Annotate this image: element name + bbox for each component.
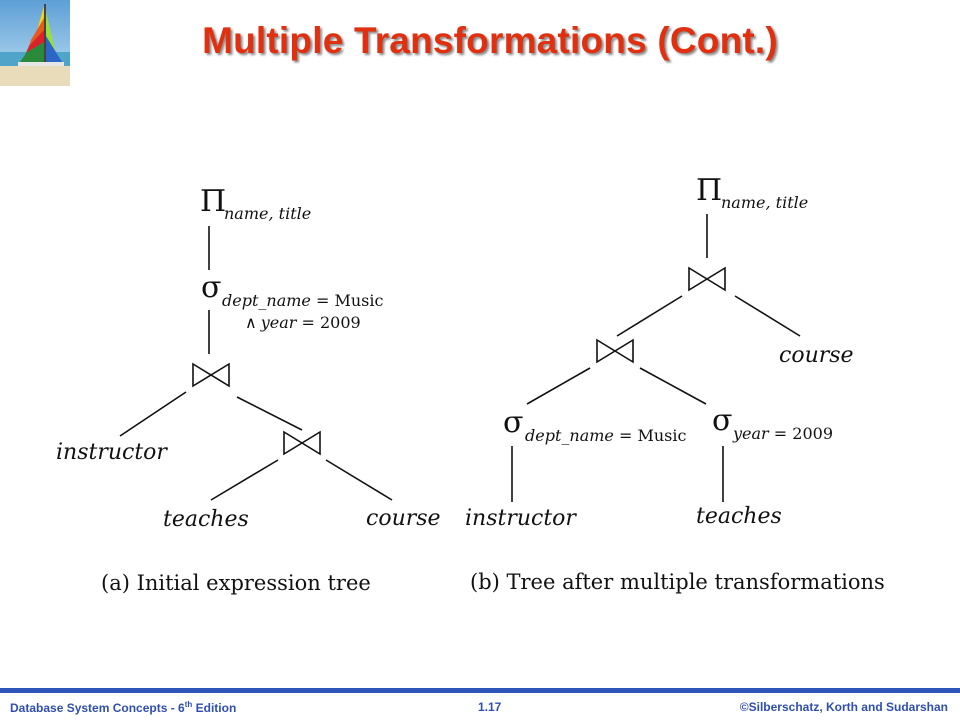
tree-a-project-attrs: name, title	[224, 204, 311, 223]
tree-b-select1-symbol: σ	[503, 405, 523, 440]
tree-a-rel-teaches: teaches	[163, 507, 249, 532]
tree-a-rel-instructor: instructor	[56, 440, 168, 465]
tree-a: Π name, title σ dept_name = Music ∧year …	[56, 184, 441, 595]
tree-b-select1-condition: dept_name = Music	[525, 426, 686, 445]
tree-b-project-symbol: Π	[696, 173, 722, 208]
tree-a-edge-join-instructor	[119, 391, 187, 437]
tree-a-select-condition-2: ∧year = 2009	[245, 313, 361, 332]
tree-a-edge-join-teaches	[210, 459, 279, 501]
tree-a-project-symbol: Π	[200, 184, 226, 219]
footer-divider	[0, 688, 960, 693]
tree-a-select-condition-1: dept_name = Music	[222, 291, 383, 310]
tree-a-rel-course: course	[366, 506, 441, 531]
tree-a-edge-join-course	[325, 459, 393, 501]
tree-b-caption: (b) Tree after multiple transformations	[470, 570, 885, 594]
tree-a-select-symbol: σ	[201, 270, 221, 305]
page-title: Multiple Transformations (Cont.)	[202, 20, 778, 61]
tree-b-select2-condition: year = 2009	[732, 424, 833, 443]
tree-a-caption: (a) Initial expression tree	[101, 571, 371, 595]
tree-b-join-bottom-icon	[596, 338, 634, 364]
sailboat-logo-icon	[0, 0, 70, 86]
footer-slide-number: 1.17	[478, 700, 502, 714]
tree-b-project-attrs: name, title	[721, 193, 808, 212]
tree-b-join-top-icon	[688, 266, 726, 292]
tree-b-edge-join-course	[734, 295, 801, 337]
tree-b-edge-join-join	[616, 295, 683, 337]
footer-copyright: ©Silberschatz, Korth and Sudarshan	[739, 700, 948, 714]
footer-book-title: Database System Concepts - 6th Edition	[10, 700, 237, 715]
tree-b-rel-instructor: instructor	[465, 506, 577, 531]
tree-a-edge-join-join	[236, 396, 303, 431]
tree-b-rel-course: course	[779, 343, 854, 368]
tree-b-edge-join-select1	[526, 367, 591, 405]
tree-a-join-top-icon	[192, 362, 230, 388]
tree-b-select2-symbol: σ	[712, 403, 732, 438]
tree-b-rel-teaches: teaches	[696, 504, 782, 529]
tree-b: Π name, title course σ dept_name = Music…	[465, 173, 885, 594]
tree-a-join-bottom-icon	[283, 430, 321, 456]
tree-b-edge-join-select2	[639, 367, 707, 405]
